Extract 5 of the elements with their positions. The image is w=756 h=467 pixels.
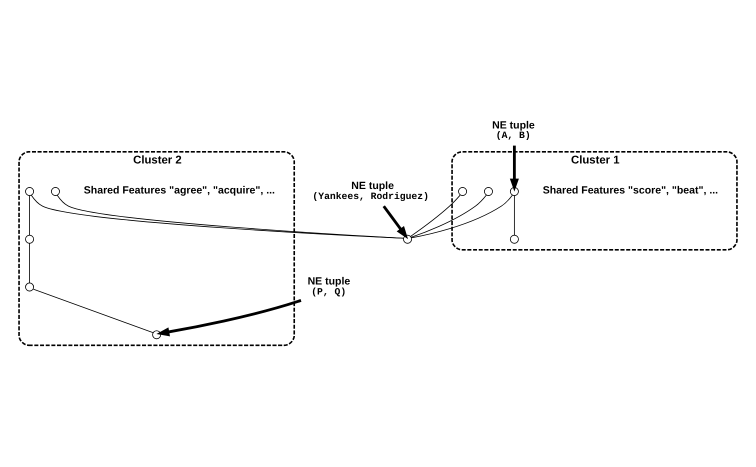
node-text: NE tuple (Yankees, Rodriguez) [312, 180, 429, 202]
node-text: NE tuple (A, B) [492, 118, 535, 141]
node-label: Shared Features "agree", "acquire", ... [84, 184, 275, 196]
node-text: NE tuple (P, Q) [308, 275, 350, 297]
node-label: Shared Features "score", "beat", ... [542, 184, 718, 196]
